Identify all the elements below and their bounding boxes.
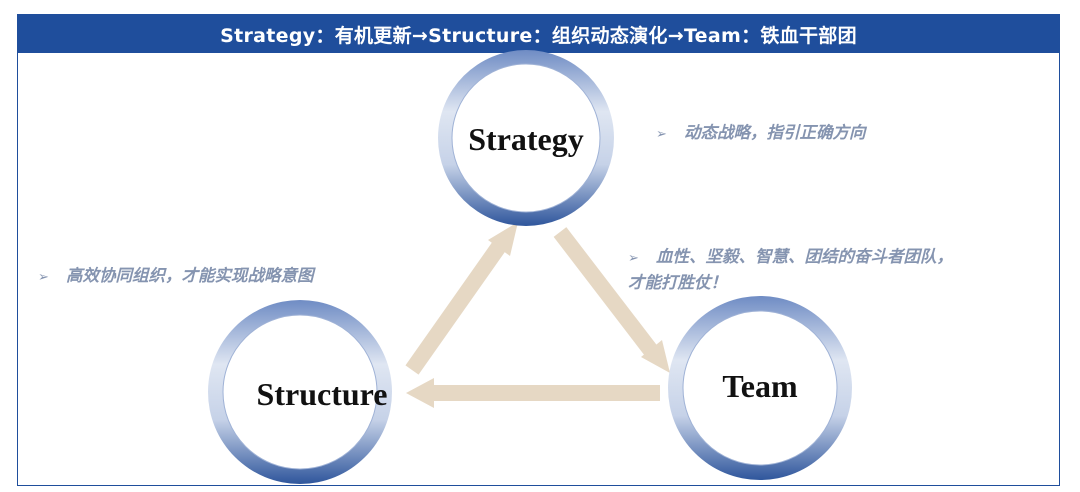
node-strategy: Strategy <box>438 50 614 226</box>
node-team: Team <box>668 296 852 480</box>
note-team-line1: 血性、坚毅、智慧、团结的奋斗者团队， <box>656 247 953 266</box>
arrow-structure-to-strategy <box>405 222 518 375</box>
node-label-strategy: Strategy <box>468 121 584 157</box>
note-team-line2: 才能打胜仗！ <box>628 273 727 292</box>
node-label-team: Team <box>722 368 798 404</box>
bullet-arrow-icon: ➢ <box>656 127 667 142</box>
bullet-arrow-icon: ➢ <box>628 251 639 266</box>
node-structure: Structure <box>208 300 392 484</box>
note-strategy: ➢ 动态战略，指引正确方向 <box>656 121 866 147</box>
note-structure-text: 高效协同组织，才能实现战略意图 <box>66 266 314 285</box>
arrow-team-to-structure <box>406 378 660 408</box>
note-structure: ➢ 高效协同组织，才能实现战略意图 <box>38 264 314 290</box>
bullet-arrow-icon: ➢ <box>38 270 49 285</box>
arrow-strategy-to-team <box>553 227 670 373</box>
header-title: Strategy：有机更新→Structure：组织动态演化→Team：铁血干部… <box>18 15 1059 53</box>
note-team: ➢ 血性、坚毅、智慧、团结的奋斗者团队， 才能打胜仗！ <box>628 245 953 295</box>
node-label-structure: Structure <box>257 376 388 412</box>
note-strategy-text: 动态战略，指引正确方向 <box>684 123 866 142</box>
